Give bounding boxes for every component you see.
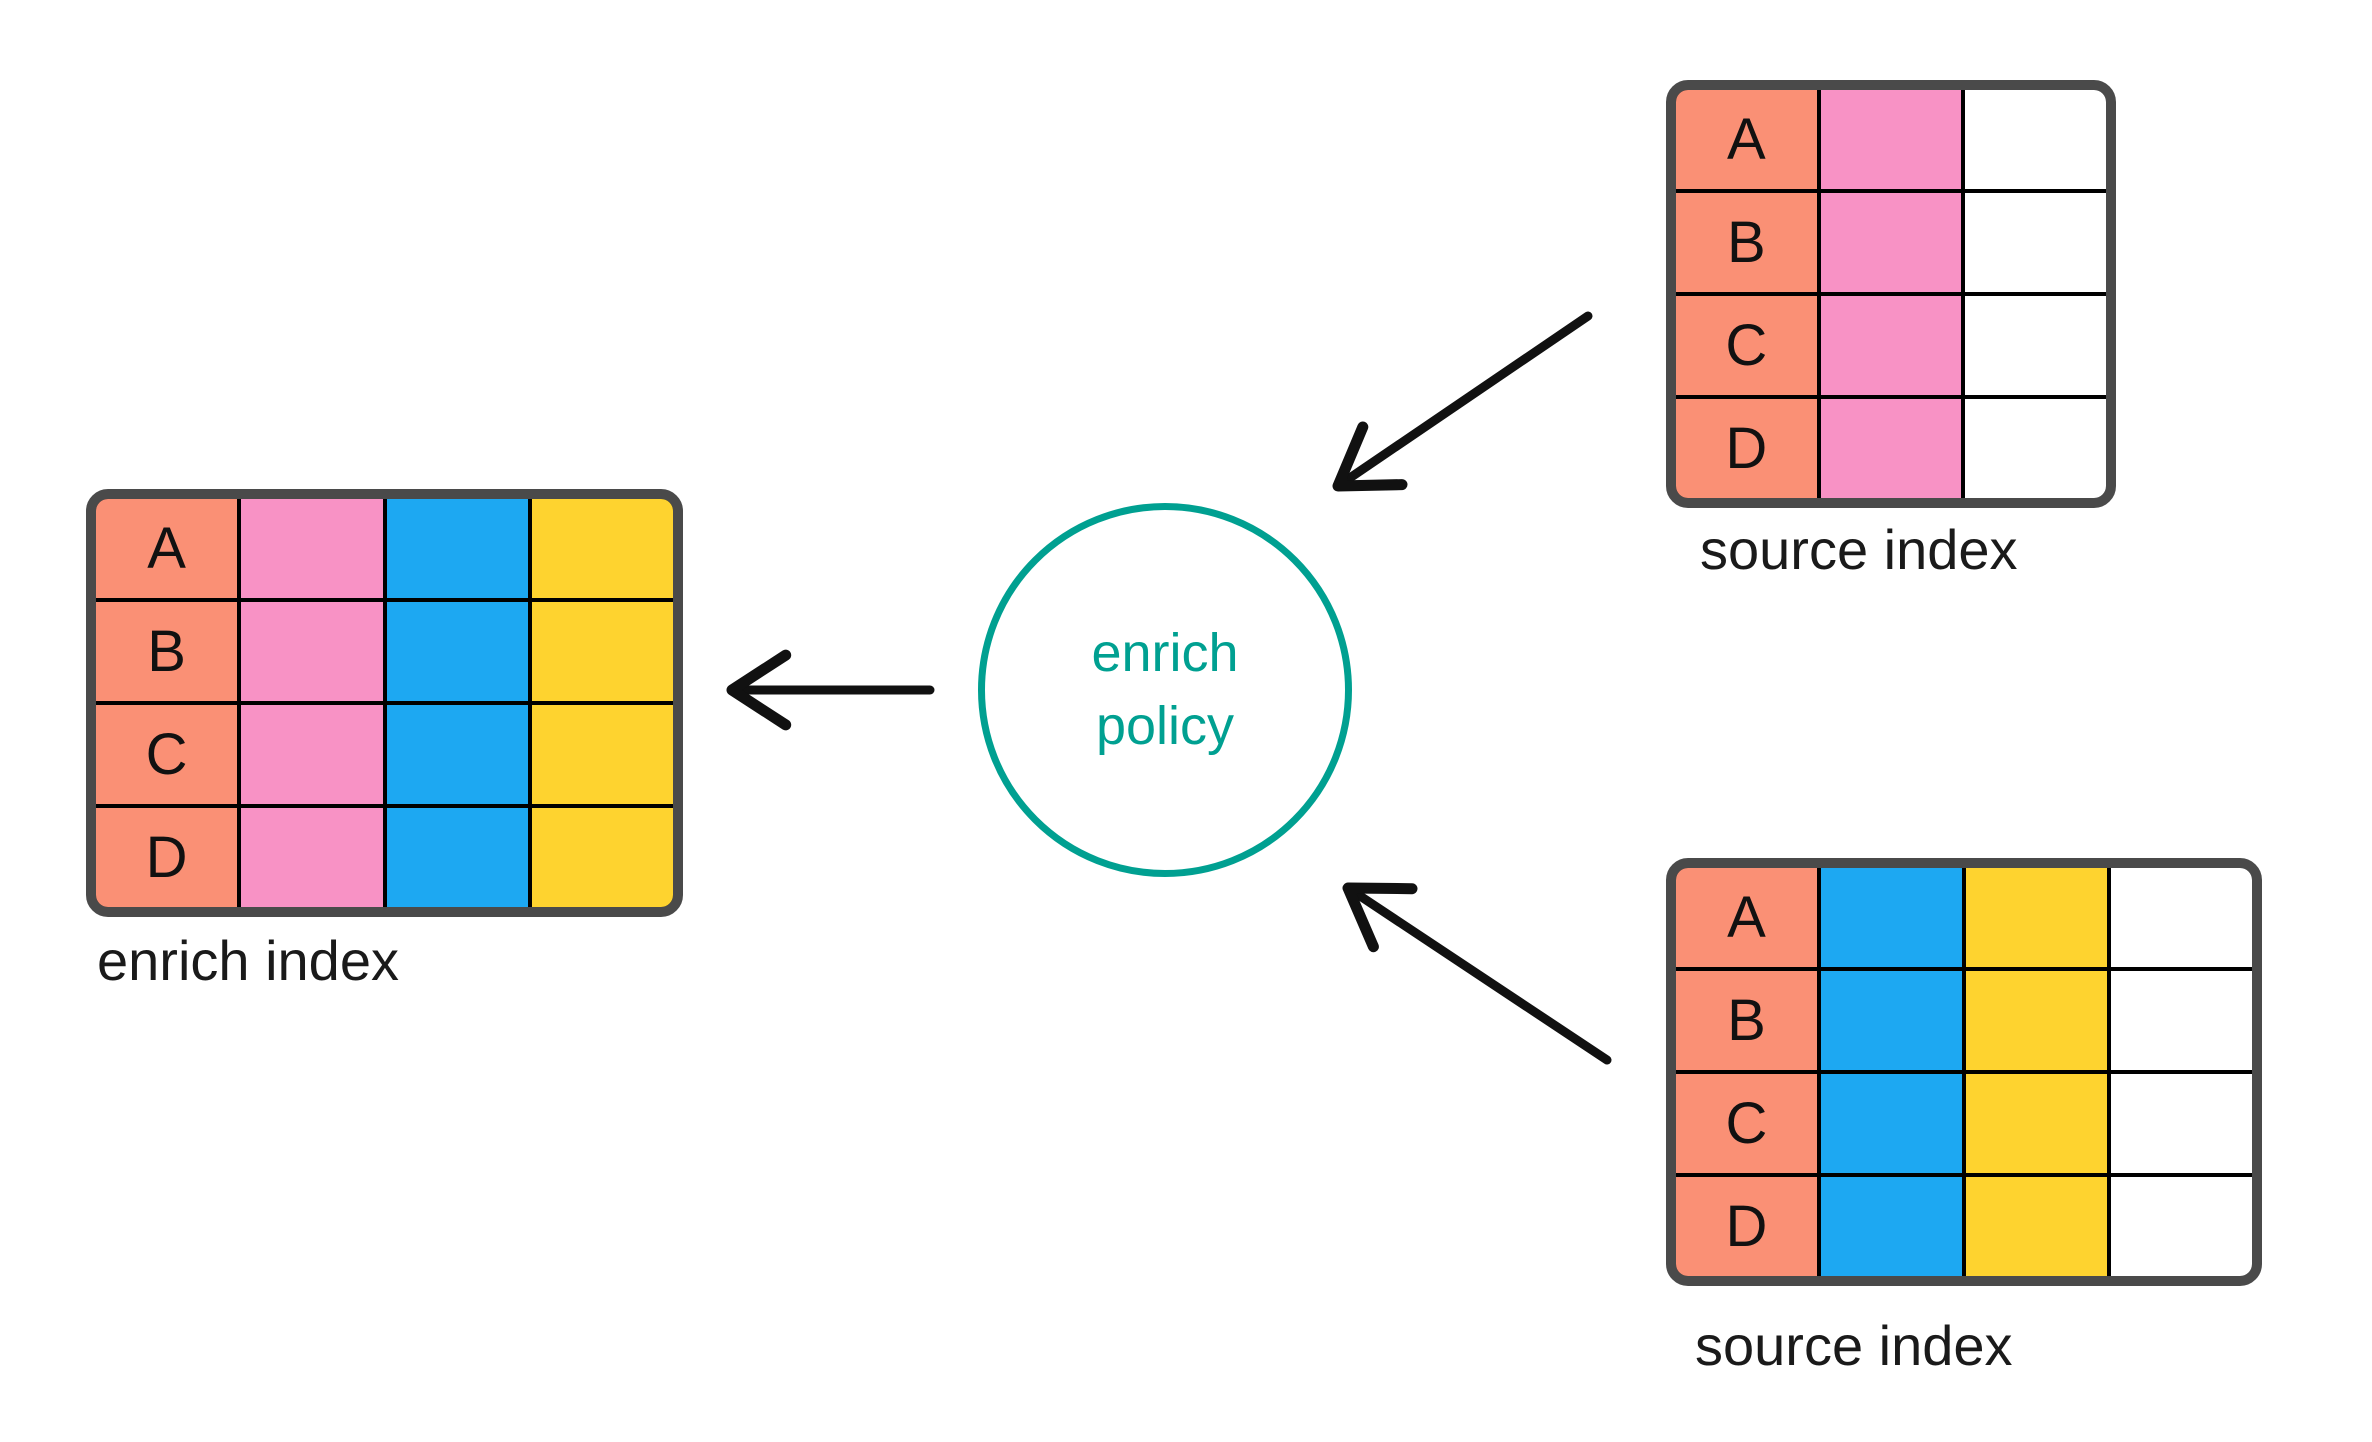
row-key-cell: B xyxy=(1676,971,1817,1070)
source-index-top-label: source index xyxy=(1700,518,2018,581)
value-cell xyxy=(1966,1177,2107,1276)
value-cell xyxy=(1820,296,1962,395)
value-cell xyxy=(241,602,383,701)
row-key-cell: D xyxy=(1676,1177,1817,1276)
value-cell xyxy=(386,808,528,907)
value-cell xyxy=(1820,399,1962,498)
source-index-bottom-label: source index xyxy=(1695,1314,2013,1377)
value-cell xyxy=(241,705,383,804)
value-cell xyxy=(2111,1074,2252,1173)
row-key-cell: A xyxy=(1676,868,1817,967)
enrich-policy-node: enrich policy xyxy=(978,503,1352,877)
value-cell xyxy=(1821,1074,1962,1173)
value-cell xyxy=(241,499,383,598)
value-cell xyxy=(2111,1177,2252,1276)
row-key-cell: A xyxy=(1676,90,1817,189)
row-key-cell: A xyxy=(96,499,238,598)
value-cell xyxy=(1966,868,2107,967)
value-cell xyxy=(1966,1074,2107,1173)
arrowhead xyxy=(726,649,792,731)
enrich-policy-label-line2: policy xyxy=(1095,696,1235,756)
value-cell xyxy=(1965,90,2106,189)
value-cell xyxy=(1965,296,2106,395)
arrow-policy-to-enrich-index xyxy=(726,649,935,731)
value-cell xyxy=(1821,868,1962,967)
value-cell xyxy=(1966,971,2107,1070)
value-cell xyxy=(1820,90,1962,189)
value-cell xyxy=(531,808,673,907)
value-cell xyxy=(1965,193,2106,292)
value-cell xyxy=(531,602,673,701)
value-cell xyxy=(241,808,383,907)
row-key-cell: C xyxy=(96,705,238,804)
value-cell xyxy=(1820,193,1962,292)
value-cell xyxy=(1821,1177,1962,1276)
value-cell xyxy=(386,602,528,701)
row-key-cell: B xyxy=(96,602,238,701)
value-cell xyxy=(531,705,673,804)
value-cell xyxy=(2111,868,2252,967)
arrow-source-top-to-policy xyxy=(1332,311,1593,492)
value-cell xyxy=(386,705,528,804)
value-cell xyxy=(1965,399,2106,498)
value-cell xyxy=(1821,971,1962,1070)
enrich-policy-label-line1: enrich xyxy=(1091,623,1239,683)
row-key-cell: C xyxy=(1676,296,1817,395)
row-key-cell: B xyxy=(1676,193,1817,292)
enrich-index-label: enrich index xyxy=(97,929,399,992)
row-key-cell: D xyxy=(96,808,238,907)
row-key-cell: D xyxy=(1676,399,1817,498)
row-key-cell: C xyxy=(1676,1074,1817,1173)
arrow-source-bottom-to-policy xyxy=(1342,882,1612,1065)
arrowhead xyxy=(1342,882,1418,953)
value-cell xyxy=(531,499,673,598)
value-cell xyxy=(2111,971,2252,1070)
value-cell xyxy=(386,499,528,598)
arrowhead xyxy=(1332,421,1408,492)
